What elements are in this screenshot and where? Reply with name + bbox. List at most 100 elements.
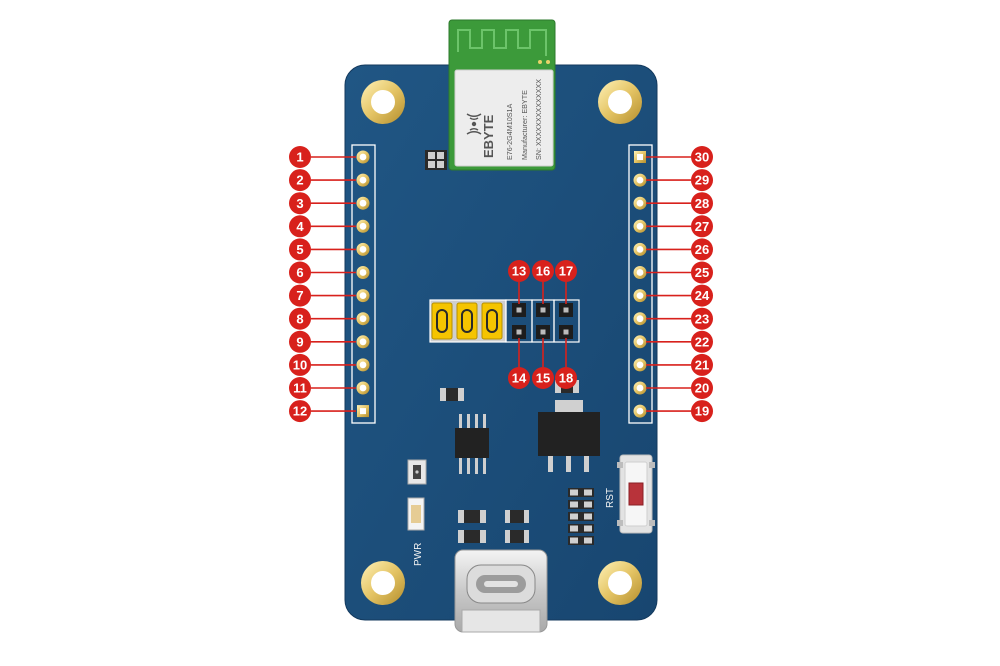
usb-uart-chip [455, 414, 489, 474]
mounting-hole-bottom-left [361, 561, 405, 605]
wireless-module: EBYTE E76-2G4M10S1A Manufacturer: EBYTE … [448, 19, 556, 171]
header-pin-18 [559, 325, 573, 339]
header-pad-11 [356, 381, 370, 395]
header-pad-24 [633, 289, 647, 303]
svg-text:17: 17 [559, 264, 573, 279]
svg-text:10: 10 [293, 358, 307, 373]
header-pad-6 [356, 266, 370, 279]
header-pad-21 [633, 358, 647, 372]
jumper-cap-2[interactable] [456, 302, 478, 340]
pin-label-10: 10 [289, 353, 356, 376]
svg-text:1: 1 [296, 150, 303, 165]
header-pad-2 [356, 173, 370, 187]
pin-label-2: 2 [289, 169, 356, 192]
svg-text:9: 9 [296, 334, 303, 349]
pin-label-12: 12 [289, 400, 356, 423]
header-pad-19 [633, 404, 647, 418]
header-pad-20 [633, 381, 647, 395]
module-model: E76-2G4M10S1A [505, 103, 514, 160]
pin-label-30: 30 [646, 146, 713, 168]
pin-label-24: 24 [646, 284, 713, 307]
svg-text:23: 23 [695, 311, 709, 326]
svg-text:21: 21 [695, 358, 709, 373]
pin-label-9: 9 [289, 330, 356, 353]
pin-label-19: 19 [646, 400, 713, 423]
header-pad-27 [633, 219, 647, 233]
pin-label-16: 16 [532, 260, 554, 304]
svg-text:5: 5 [296, 242, 303, 257]
jumper-cap-1[interactable] [431, 302, 453, 340]
svg-text:18: 18 [559, 371, 573, 386]
pin-label-18: 18 [555, 338, 577, 389]
usb-c-connector[interactable] [454, 549, 548, 633]
antenna-trace-icon [457, 29, 547, 56]
pin-label-1: 1 [289, 146, 356, 168]
header-pad-12 [357, 405, 369, 418]
pin-label-5: 5 [289, 238, 356, 261]
svg-text:3: 3 [296, 196, 303, 211]
mounting-hole-bottom-right [598, 561, 642, 605]
power-switch [407, 459, 427, 485]
header-pad-10 [356, 358, 370, 372]
module-shield [454, 69, 554, 167]
pin-label-7: 7 [289, 284, 356, 307]
svg-text:30: 30 [695, 150, 709, 165]
svg-text:6: 6 [296, 265, 303, 280]
svg-text:25: 25 [695, 265, 709, 280]
right-header-outline [628, 144, 653, 424]
header-pad-9 [356, 335, 370, 349]
header-pad-22 [633, 335, 647, 349]
pin-label-8: 8 [289, 307, 356, 330]
svg-text:29: 29 [695, 173, 709, 188]
pin-label-28: 28 [646, 192, 713, 215]
svg-text:7: 7 [296, 288, 303, 303]
header-pin-15 [536, 325, 550, 339]
jumper-cap-3[interactable] [481, 302, 503, 340]
right-header-pads [633, 151, 647, 418]
svg-text:8: 8 [296, 311, 303, 326]
smd-diode-1 [458, 510, 486, 523]
pin-label-22: 22 [646, 330, 713, 353]
header-pin-13 [512, 303, 526, 317]
module-manufacturer: Manufacturer: EBYTE [520, 90, 529, 160]
pin-label-17: 17 [555, 260, 577, 304]
svg-text:14: 14 [512, 371, 527, 386]
header-pad-25 [633, 266, 647, 279]
svg-text:12: 12 [293, 404, 307, 419]
pin-label-25: 25 [646, 261, 713, 284]
header-pin-14 [512, 325, 526, 339]
svg-text:20: 20 [695, 381, 709, 396]
svg-text:28: 28 [695, 196, 709, 211]
mounting-hole-top-left [361, 80, 405, 124]
pin-label-15: 15 [532, 338, 554, 389]
header-pad-7 [356, 289, 370, 303]
pwr-label: PWR [413, 543, 424, 566]
pin-label-20: 20 [646, 377, 713, 399]
svg-text:4: 4 [296, 219, 304, 234]
reset-button[interactable] [617, 454, 655, 534]
header-pin-17 [559, 303, 573, 317]
svg-text:2: 2 [296, 173, 303, 188]
jumper-block [429, 299, 580, 343]
svg-text:22: 22 [695, 334, 709, 349]
smd-capacitor-2 [458, 530, 486, 543]
header-pad-30 [634, 151, 646, 163]
module-serial: SN: XXXXXXXXXXXXXX [534, 79, 543, 160]
smd-capacitor-3 [505, 530, 529, 543]
header-pin-16 [536, 303, 550, 317]
pin-label-3: 3 [289, 192, 356, 215]
smd-diode-2 [505, 510, 529, 523]
pin-label-14: 14 [508, 338, 530, 389]
pin-label-6: 6 [289, 261, 356, 284]
pin-label-29: 29 [646, 169, 713, 192]
smd-capacitor [425, 150, 447, 170]
svg-text:27: 27 [695, 219, 709, 234]
module-brand: EBYTE [481, 114, 496, 158]
voltage-regulator [538, 400, 600, 472]
left-header-outline [351, 144, 376, 424]
header-pad-5 [356, 242, 370, 256]
